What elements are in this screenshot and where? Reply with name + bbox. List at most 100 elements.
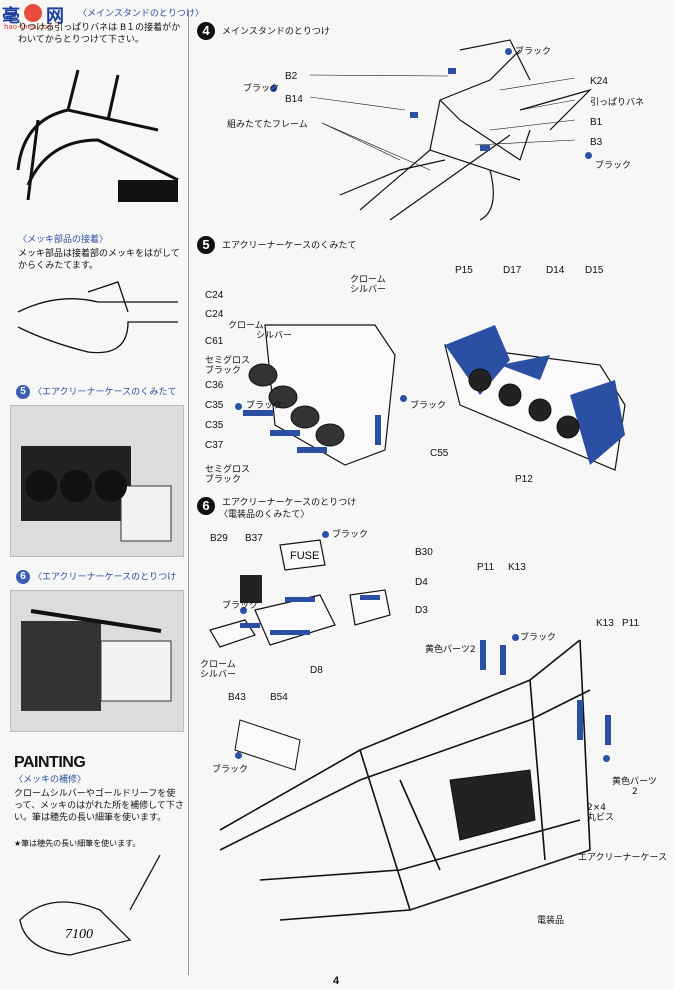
step4-title: メインスタンドのとりつけ <box>222 27 330 37</box>
step5-label-c35-a: C35 <box>205 400 224 411</box>
step4-label-k24: K24 <box>590 76 608 87</box>
plating-section-title: 〈メッキ部品の接着〉 <box>18 235 109 245</box>
left-step6-number: 6 <box>16 570 30 584</box>
step6-label-b37: B37 <box>245 533 263 544</box>
step6-label-black-2: ブラック <box>222 601 259 611</box>
step6-electrical-illustration: FUSE <box>209 539 391 648</box>
step5-label-semigloss-2b: ブラック <box>205 475 242 485</box>
step6-label-chrome: クローム <box>200 660 236 670</box>
step6-label-yellow-2b: 2 <box>632 787 638 797</box>
step4-black-marker-3 <box>585 152 592 159</box>
step5-label-p15: P15 <box>455 265 473 276</box>
step5-label-c35-b: C35 <box>205 420 224 431</box>
step6-frame-illustration <box>219 639 611 921</box>
svg-text:7100: 7100 <box>65 927 93 942</box>
step6-label-yellow-1: 黄色パーツ2 <box>425 645 476 655</box>
step6-black-marker-2 <box>240 607 247 614</box>
step4-black-marker-1 <box>505 48 512 55</box>
step5-label-c55: C55 <box>430 448 449 459</box>
stand-section-body: りつける引っぱりバネは B１の接着がかわいてからとりつけて下さい。 <box>18 23 181 45</box>
left-step5-number: 5 <box>16 385 30 399</box>
step6-label-chrome-b: シルバー <box>200 670 237 680</box>
step6-label-d4: D4 <box>415 577 428 588</box>
step6-label-d8: D8 <box>310 665 323 676</box>
step5-case-illustration <box>243 324 396 466</box>
step4-number: 4 <box>197 22 215 40</box>
step6-label-b43: B43 <box>228 692 246 703</box>
frame-illustration <box>16 69 179 202</box>
step6-label-electrical: 電装品 <box>537 916 565 926</box>
step6-label-b30: B30 <box>415 547 433 558</box>
step5-label-black-2: ブラック <box>246 401 283 411</box>
painting-body: クロームシルバーやゴールドリーフを使って、メッキのはがれた所を補修して下さい。筆… <box>14 789 184 823</box>
step6-subtitle: 〈電装品のくみたて〉 <box>219 510 310 520</box>
left-step5-text: 〈エアクリーナーケースのくみたて <box>33 387 177 398</box>
watermark-char-1: 毫 <box>2 6 20 27</box>
step6-label-d3: D3 <box>415 605 428 616</box>
step5-label-chrome-1b: シルバー <box>350 285 387 295</box>
column-divider <box>188 10 189 975</box>
step5-label-c24-b: C24 <box>205 309 224 320</box>
step6-black-marker-1 <box>322 531 329 538</box>
painting-footnote: ★筆は穂先の長い細筆を使います。 <box>14 839 141 848</box>
watermark-url: hao-shen.com <box>4 23 54 31</box>
watermark-emblem-icon <box>24 4 42 22</box>
step6-label-p11-b: P11 <box>622 618 640 629</box>
step4-label-black-2: ブラック <box>243 84 280 94</box>
step4-black-marker-2 <box>270 85 277 92</box>
step5-label-d17: D17 <box>503 265 522 276</box>
watermark-char-2: 网 <box>46 6 64 27</box>
brush-illustration: 7100 <box>19 854 161 956</box>
step6-label-black-3: ブラック <box>520 633 557 643</box>
step6-label-k13-b: K13 <box>596 618 614 629</box>
step5-assembled-illustration <box>444 325 626 471</box>
step4-label-b14: B14 <box>285 94 303 105</box>
left-step5-title: 5〈エアクリーナーケースのくみたて <box>16 385 176 399</box>
step6-label-aircase: エアクリーナーケース <box>578 853 668 863</box>
step5-label-c37: C37 <box>205 440 224 451</box>
painting-title: PAINTING <box>14 754 86 771</box>
watermark-logo: 毫 网 hao-shen.com <box>2 2 74 32</box>
step5-label-p12: P12 <box>515 474 533 485</box>
painting-subtitle: 〈メッキの補修〉 <box>14 775 87 785</box>
step5-label-chrome-2b: シルバー <box>256 331 293 341</box>
left-step6-text: 〈エアクリーナーケースのとりつけ <box>33 572 177 583</box>
left-step6-title: 6〈エアクリーナーケースのとりつけ <box>16 570 176 584</box>
step5-label-chrome-1: クローム <box>350 275 386 285</box>
step5-black-marker-1 <box>400 395 407 402</box>
step4-label-b2: B2 <box>285 71 298 82</box>
step6-label-k13-a: K13 <box>508 562 526 573</box>
step5-label-black-1: ブラック <box>410 401 447 411</box>
step6-label-b54: B54 <box>270 692 288 703</box>
step5-title: エアクリーナーケースのくみたて <box>222 241 357 251</box>
left-step6-photo <box>10 590 184 732</box>
step4-illustration <box>309 39 593 221</box>
step4-label-spring: 引っぱりバネ <box>590 98 645 108</box>
left-step5-photo <box>10 405 184 557</box>
step6-black-marker-5 <box>603 755 610 762</box>
step5-label-d15: D15 <box>585 265 604 276</box>
step6-label-screw-b: 丸ビス <box>587 813 615 823</box>
step5-label-c61: C61 <box>205 336 224 347</box>
step6-black-marker-4 <box>235 752 242 759</box>
step4-label-frame: 組みたてたフレーム <box>227 120 308 130</box>
step4-label-b3: B3 <box>590 137 603 148</box>
step6-number: 6 <box>197 497 215 515</box>
step5-label-semigloss-2: セミグロス <box>205 465 251 475</box>
step4-label-black-1: ブラック <box>515 47 552 57</box>
step6-label-b29: B29 <box>210 533 228 544</box>
step4-label-b1: B1 <box>590 117 603 128</box>
step6-black-marker-3 <box>512 634 519 641</box>
step6-label-p11-a: P11 <box>477 562 495 573</box>
step4-label-black-3: ブラック <box>595 161 632 171</box>
plating-section-body: メッキ部品は接着部のメッキをはがしてからくみたてます。 <box>18 249 180 271</box>
step5-label-semigloss-1b: ブラック <box>205 366 242 376</box>
step6-label-black-1: ブラック <box>332 530 369 540</box>
fuse-box-label: FUSE <box>290 550 319 562</box>
step5-number: 5 <box>197 236 215 254</box>
step5-label-semigloss-1: セミグロス <box>205 356 251 366</box>
step6-title: エアクリーナーケースのとりつけ <box>222 498 357 508</box>
step6-label-yellow-2: 黄色パーツ <box>612 777 657 787</box>
step5-black-marker-2 <box>235 403 242 410</box>
step5-label-chrome-2: クローム <box>228 321 264 331</box>
